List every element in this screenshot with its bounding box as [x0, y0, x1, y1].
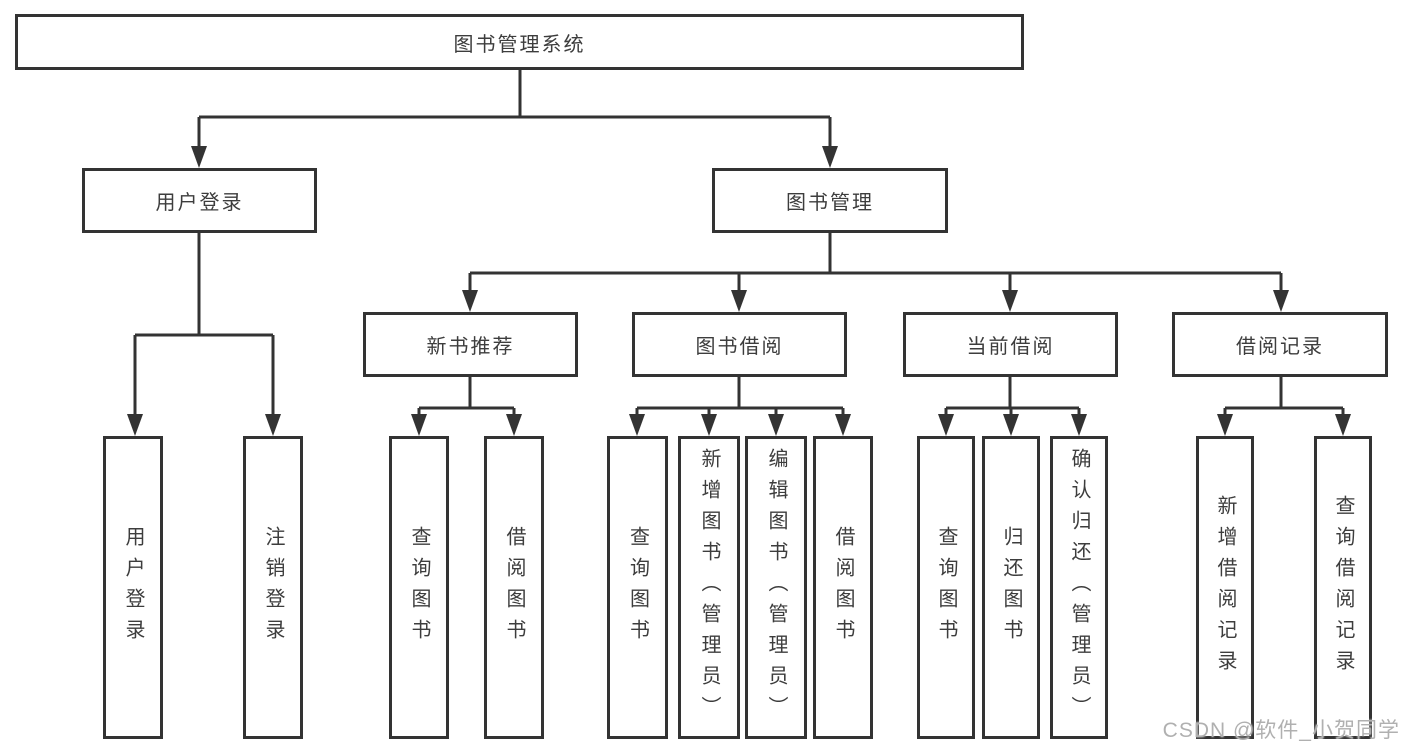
- leaf-edit-books-admin-label: 编辑图书（管理员）: [765, 448, 787, 727]
- node-book-borrowing: 图书借阅: [632, 312, 847, 377]
- arrow-down-icon: [1071, 414, 1087, 436]
- arrow-down-icon: [411, 414, 427, 436]
- leaf-borrow-books-recommend: 借阅图书: [484, 436, 544, 739]
- leaf-borrow-books: 借阅图书: [813, 436, 873, 739]
- node-book-borrowing-label: 图书借阅: [695, 336, 784, 358]
- node-current-borrowing: 当前借阅: [903, 312, 1118, 377]
- leaf-add-books-admin: 新增图书（管理员）: [678, 436, 740, 739]
- leaf-return-books: 归还图书: [982, 436, 1040, 739]
- leaf-query-borrow-record-label: 查询借阅记录: [1332, 494, 1354, 681]
- node-book-management-label: 图书管理: [786, 192, 874, 214]
- node-book-management: 图书管理: [712, 168, 948, 233]
- leaf-confirm-return-admin: 确认归还（管理员）: [1050, 436, 1108, 739]
- leaf-user-login: 用户登录: [103, 436, 163, 739]
- node-borrowing-records-label: 借阅记录: [1236, 336, 1324, 358]
- leaf-logout: 注销登录: [243, 436, 303, 739]
- leaf-query-books-recommend: 查询图书: [389, 436, 449, 739]
- arrow-down-icon: [1335, 414, 1351, 436]
- leaf-borrow-books-label: 借阅图书: [832, 525, 854, 650]
- node-borrowing-records: 借阅记录: [1172, 312, 1388, 377]
- arrow-down-icon: [191, 146, 207, 168]
- leaf-query-books-current: 查询图书: [917, 436, 975, 739]
- arrow-down-icon: [1217, 414, 1233, 436]
- node-root-label: 图书管理系统: [453, 33, 586, 56]
- arrow-down-icon: [1273, 290, 1289, 312]
- arrow-down-icon: [1003, 414, 1019, 436]
- leaf-add-borrow-record-label: 新增借阅记录: [1214, 494, 1236, 681]
- leaf-query-books-borrowing-label: 查询图书: [626, 525, 649, 650]
- leaf-logout-label: 注销登录: [262, 525, 284, 650]
- leaf-query-books-current-label: 查询图书: [935, 525, 957, 650]
- leaf-return-books-label: 归还图书: [1000, 525, 1022, 650]
- arrow-down-icon: [127, 414, 143, 436]
- leaf-add-borrow-record: 新增借阅记录: [1196, 436, 1254, 739]
- leaf-borrow-books-recommend-label: 借阅图书: [503, 525, 525, 650]
- arrow-down-icon: [506, 414, 522, 436]
- arrow-down-icon: [701, 414, 717, 436]
- leaf-user-login-label: 用户登录: [122, 525, 144, 650]
- node-user-login-label: 用户登录: [155, 192, 244, 214]
- arrow-down-icon: [629, 414, 645, 436]
- arrow-down-icon: [768, 414, 784, 436]
- arrow-down-icon: [822, 146, 838, 168]
- leaf-query-books-borrowing: 查询图书: [607, 436, 668, 739]
- node-new-book-recommend-label: 新书推荐: [426, 336, 515, 358]
- arrow-down-icon: [731, 290, 747, 312]
- arrow-down-icon: [462, 290, 478, 312]
- node-new-book-recommend: 新书推荐: [363, 312, 578, 377]
- leaf-edit-books-admin: 编辑图书（管理员）: [745, 436, 807, 739]
- arrow-down-icon: [1002, 290, 1018, 312]
- leaf-add-books-admin-label: 新增图书（管理员）: [698, 448, 720, 727]
- leaf-confirm-return-admin-label: 确认归还（管理员）: [1068, 448, 1090, 727]
- node-user-login: 用户登录: [82, 168, 317, 233]
- leaf-query-books-recommend-label: 查询图书: [408, 525, 430, 650]
- leaf-query-borrow-record: 查询借阅记录: [1314, 436, 1372, 739]
- node-root: 图书管理系统: [15, 14, 1024, 70]
- watermark: CSDN @软件_小贺同学: [1162, 719, 1400, 742]
- arrow-down-icon: [835, 414, 851, 436]
- node-current-borrowing-label: 当前借阅: [966, 336, 1055, 358]
- arrow-down-icon: [265, 414, 281, 436]
- arrow-down-icon: [938, 414, 954, 436]
